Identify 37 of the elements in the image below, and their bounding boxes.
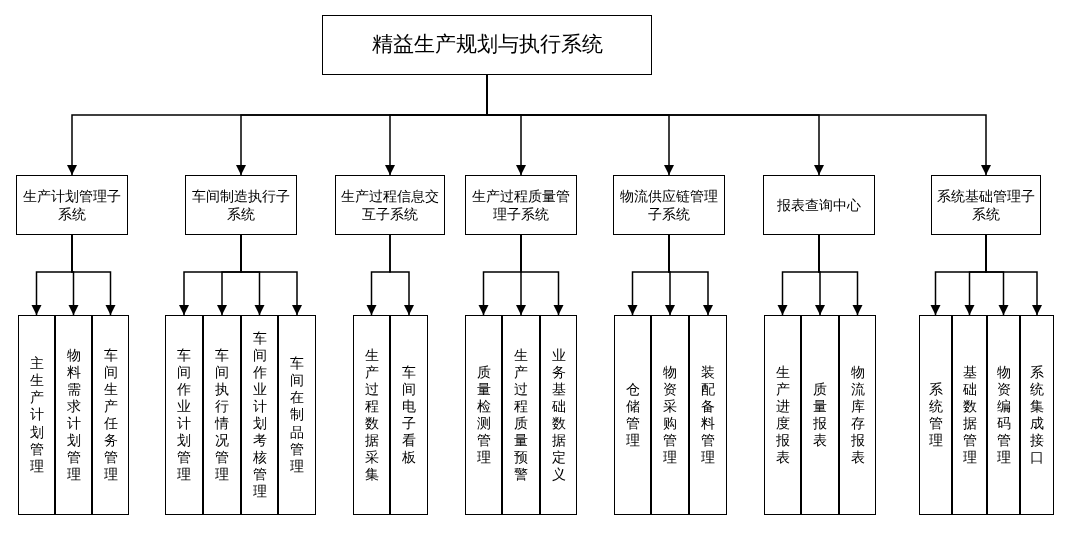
module-box: 业务基础数据定义 (540, 315, 577, 515)
module-box: 物流库存报表 (839, 315, 876, 515)
module-box: 质量检测管理 (465, 315, 502, 515)
module-box: 车间在制品管理 (278, 315, 316, 515)
subsystem-box: 车间制造执行子系统 (185, 175, 297, 235)
module-box: 生产过程数据采集 (353, 315, 390, 515)
connector-arrow (985, 234, 1043, 316)
module-box: 物料需求计划管理 (55, 315, 92, 515)
module-box: 基础数据管理 (952, 315, 987, 515)
module-box: 车间作业计划管理 (165, 315, 203, 515)
connector-arrow (818, 234, 863, 316)
module-box: 生产进度报表 (764, 315, 801, 515)
module-box: 质量报表 (801, 315, 839, 515)
subsystem-box: 报表查询中心 (763, 175, 875, 235)
connector-arrow (520, 234, 564, 316)
module-box: 车间电子看板 (390, 315, 428, 515)
module-box: 系统集成接口 (1020, 315, 1054, 515)
subsystem-box: 生产过程质量管理子系统 (465, 175, 577, 235)
connector-arrow (668, 234, 714, 316)
module-box: 车间作业计划考核管理 (241, 315, 278, 515)
subsystem-box: 生产过程信息交互子系统 (335, 175, 445, 235)
connector-arrow (240, 234, 303, 316)
connector-arrow (389, 234, 415, 316)
title-box: 精益生产规划与执行系统 (322, 15, 652, 75)
module-box: 生产过程质量预警 (502, 315, 540, 515)
module-box: 仓储管理 (614, 315, 651, 515)
module-box: 系统管理 (919, 315, 952, 515)
module-box: 物资采购管理 (651, 315, 689, 515)
subsystem-box: 物流供应链管理子系统 (613, 175, 725, 235)
module-box: 主生产计划管理 (18, 315, 55, 515)
module-box: 车间生产任务管理 (92, 315, 129, 515)
subsystem-box: 系统基础管理子系统 (931, 175, 1041, 235)
module-box: 物资编码管理 (987, 315, 1020, 515)
module-box: 装配备料管理 (689, 315, 727, 515)
subsystem-box: 生产计划管理子系统 (16, 175, 128, 235)
module-box: 车间执行情况管理 (203, 315, 241, 515)
connector-arrow (71, 234, 116, 316)
